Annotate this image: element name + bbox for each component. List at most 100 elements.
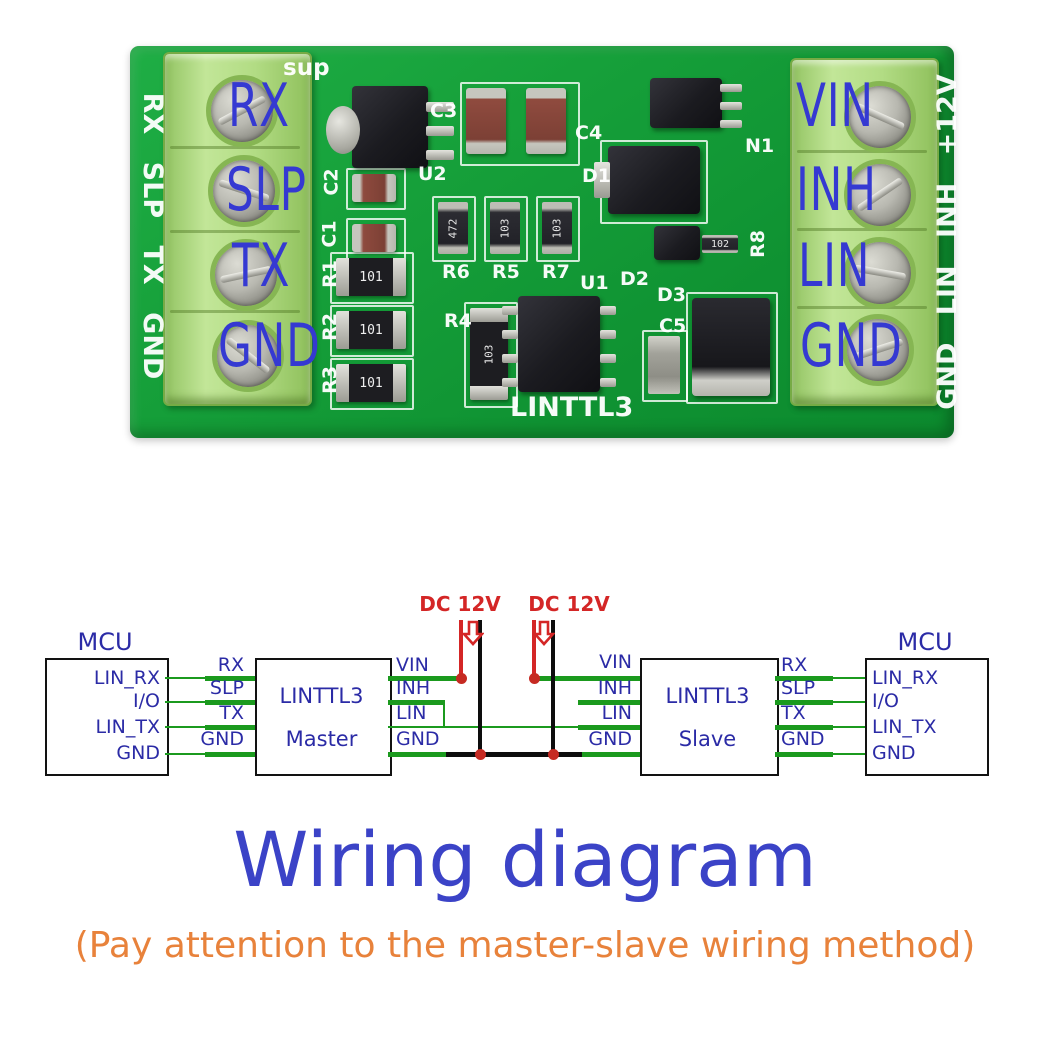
pcb-edge-text-right: GND LIN INH +12V (932, 74, 963, 410)
chip-marking: 103 (482, 344, 496, 364)
terminal-separator (170, 146, 300, 149)
diode-d1 (608, 146, 700, 214)
pin-label-vin: VIN (796, 71, 874, 141)
silkscreen-r8: R8 (746, 230, 769, 258)
wire-rx (165, 677, 205, 679)
wire-inh-slave-stub (578, 700, 640, 705)
pad-outline (432, 196, 476, 262)
wire-slp (775, 700, 833, 705)
terminal-separator (797, 306, 927, 309)
regulator-lead (426, 126, 454, 136)
resistor-r4: 103 (470, 308, 508, 400)
mcu-right-pin: LIN_RX (872, 667, 939, 689)
junction-dot (529, 673, 540, 684)
wire-label-gnd: GND (588, 728, 632, 750)
wire-label-tx: TX (219, 702, 244, 724)
wire-label-gnd: GND (396, 728, 440, 750)
supply-positive-line (459, 620, 463, 678)
terminal-separator (170, 230, 300, 233)
ic-lead (502, 330, 518, 339)
wire-label-slp: SLP (781, 677, 816, 699)
resistor-chip: 472 (438, 202, 468, 254)
terminal-screw (844, 81, 916, 153)
resistor-end (393, 258, 406, 296)
silkscreen-d1: D1 (582, 165, 611, 187)
wire-label-lin: LIN (601, 702, 632, 724)
wire-inh-master (388, 700, 445, 705)
silkscreen-r3: R3 (318, 366, 341, 394)
junction-dot (475, 749, 486, 760)
silkscreen-r5: R5 (492, 261, 520, 283)
pad-outline (460, 82, 580, 166)
silkscreen-c1: C1 (318, 220, 341, 248)
pin-label-gnd-right: GND (800, 311, 903, 381)
supply-label: DC 12V (528, 592, 610, 616)
silkscreen-d3: D3 (657, 284, 686, 306)
module-slave-role: Slave (678, 727, 737, 751)
module-master-role: Master (285, 727, 358, 751)
terminal-separator (170, 310, 300, 313)
pad-outline (330, 358, 414, 410)
pad-outline (346, 168, 406, 210)
pin-label-gnd-left: GND (218, 311, 321, 381)
wire-lin-slave (578, 725, 640, 730)
solder-blob (326, 106, 360, 154)
wire-inh-to-lin (443, 702, 445, 728)
ic-lead (502, 354, 518, 363)
resistor-marking: 103 (470, 322, 508, 386)
terminal-screw (210, 239, 282, 311)
diode-lead (594, 162, 610, 198)
wire-label-slp: SLP (209, 677, 244, 699)
wire-gnd (165, 753, 205, 755)
capacitor-c2 (352, 174, 396, 202)
ic-u1-soic8 (518, 296, 600, 392)
wire-slp (205, 700, 255, 705)
silkscreen-r1: R1 (318, 260, 341, 288)
ic-lead (600, 330, 616, 339)
wire-rx (775, 676, 833, 681)
silkscreen-r7: R7 (542, 261, 570, 283)
capacitor-c1 (352, 224, 396, 252)
silkscreen-d2: D2 (620, 268, 649, 290)
wire-gnd (775, 752, 833, 757)
pad-outline (484, 196, 528, 262)
resistor-end (336, 258, 349, 296)
wire-tx (205, 725, 255, 730)
ic-lead (600, 306, 616, 315)
resistor-end (393, 311, 406, 349)
wire-lin-bus (388, 726, 580, 728)
silkscreen-r2: R2 (318, 313, 341, 341)
silkscreen-model: LINTTL3 (510, 392, 634, 423)
pcb-edge-text-left: RX SLP TX GND (137, 92, 168, 380)
terminal-separator (797, 228, 927, 231)
capacitor (526, 88, 566, 154)
silkscreen-u1: U1 (580, 272, 609, 294)
silkscreen-r6: R6 (442, 261, 470, 283)
wire-gnd (205, 752, 255, 757)
terminal-screw (842, 314, 914, 386)
supply-ground-line (478, 620, 482, 756)
resistor-marking: 101 (349, 364, 393, 402)
resistor-end (336, 311, 349, 349)
pad-outline (330, 252, 414, 304)
ic-lead (600, 378, 616, 387)
silkscreen-r4: R4 (444, 310, 472, 332)
page-title: Wiring diagram (233, 815, 817, 904)
chip-marking: 103 (550, 218, 564, 238)
wire-label-gnd: GND (200, 728, 244, 750)
wire-tx (833, 726, 865, 728)
pad-outline (536, 196, 580, 262)
resistor-marking: 101 (349, 311, 393, 349)
down-arrow-icon (462, 620, 484, 646)
pin-label-lin: LIN (798, 231, 871, 301)
wire-label-tx: TX (781, 702, 806, 724)
resistor-end (336, 364, 349, 402)
mcu-right-pin: LIN_TX (872, 716, 937, 738)
ic-lead (502, 306, 518, 315)
wire-gnd (833, 753, 865, 755)
terminal-screw (206, 75, 278, 147)
silkscreen-n1: N1 (745, 135, 775, 157)
terminal-screw (844, 237, 916, 309)
wire-slp (165, 701, 205, 703)
resistor-chip: 102 (702, 235, 738, 253)
